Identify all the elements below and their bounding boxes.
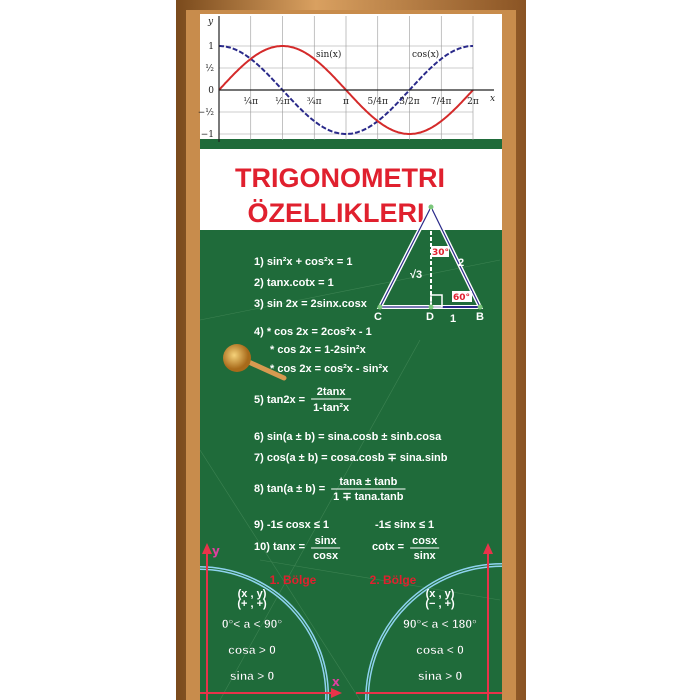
cos-label: cos(x) <box>412 49 439 60</box>
quadrant-x-label: x <box>332 675 340 689</box>
side-1: 1 <box>450 313 456 325</box>
quadrant-coords: (x , y) <box>238 588 267 600</box>
formula-10b-num: cosx <box>412 535 438 547</box>
formula-8-den: 1 ∓ tana.tanb <box>333 491 404 503</box>
side-sqrt3: √3 <box>410 269 422 281</box>
formula-5-num: 2tanx <box>317 386 347 398</box>
side-2: 2 <box>458 257 464 269</box>
formula-1: 1) sin²x + cos²x = 1 <box>254 256 352 268</box>
formula-list: 1) sin²x + cos²x = 1 2) tanx.cotx = 1 3)… <box>254 256 448 562</box>
cos-curve <box>219 45 473 135</box>
x-tick-label: 5/4π <box>368 97 388 107</box>
graph-panel <box>200 14 502 140</box>
angle-60: 60° <box>453 293 470 303</box>
vertex-d: D <box>426 311 434 323</box>
formula-4c: * cos 2x = cos²x - sin²x <box>270 363 389 375</box>
formula-3: 3) sin 2x = 2sinx.cosx <box>254 298 368 310</box>
formula-4a: 4) * cos 2x = 2cos²x - 1 <box>254 326 372 338</box>
formula-7: 7) cos(a ± b) = cosa.cosb ∓ sina.sinb <box>254 452 448 464</box>
formula-5-den: 1-tan²x <box>313 402 350 414</box>
x-tick-label: ½π <box>275 96 290 107</box>
formula-10b: cotx = <box>372 541 404 553</box>
quadrant-sin: sina > 0 <box>230 669 275 683</box>
vertex-a: A <box>436 199 443 209</box>
quadrant-signs: (− , +) <box>425 598 455 610</box>
x-tick-label: π <box>343 97 349 107</box>
formula-8: 8) tan(a ± b) = <box>254 483 325 495</box>
title-panel <box>200 149 502 230</box>
vertex-c: C <box>374 311 382 323</box>
y-tick-label: 1 <box>208 42 214 52</box>
quadrant-cos: cosa < 0 <box>416 643 464 657</box>
y-axis-label: y <box>207 17 214 27</box>
x-tick-label: 7/4π <box>431 97 451 107</box>
x-tick-label: ¼π <box>243 96 258 107</box>
triangle-diagram: 30° 60° A C D B 2 √3 1 <box>374 199 484 325</box>
pushpin <box>223 344 287 381</box>
angle-30: 30° <box>432 248 449 258</box>
quadrant-range: 0°< a < 90° <box>222 617 283 631</box>
chalk-decoration <box>199 259 501 700</box>
sin-label: sin(x) <box>316 49 341 60</box>
title-line-1: TRIGONOMETRI <box>235 163 445 193</box>
quadrant-sin: sina > 0 <box>418 669 463 683</box>
quadrant-title: 2. Bölge <box>370 573 417 587</box>
y-tick-label: −½ <box>198 107 215 118</box>
formula-10a: 10) tanx = <box>254 541 305 553</box>
formula-5: 5) tan2x = <box>254 394 305 406</box>
quadrant-title: 1. Bölge <box>270 573 317 587</box>
x-tick-label: 2π <box>467 97 479 107</box>
vertex-b: B <box>476 311 484 323</box>
quadrant-cos: cosa > 0 <box>228 643 276 657</box>
green-band <box>200 139 502 149</box>
x-axis-label: x <box>490 94 495 104</box>
formula-10a-num: sinx <box>315 535 338 547</box>
quadrant-range: 90°< a < 180° <box>403 617 477 631</box>
formula-8-num: tana ± tanb <box>339 476 397 488</box>
formula-10a-den: cosx <box>313 550 339 562</box>
x-tick-label: 3/2π <box>399 97 419 107</box>
formula-9a: 9) -1≤ cosx ≤ 1 <box>254 519 329 531</box>
formula-2: 2) tanx.cotx = 1 <box>254 277 334 289</box>
quadrant-diagram: y x 1. Bölge(x , y)(+ , +)0°< a < 90°cos… <box>199 543 503 700</box>
title-line-2: ÖZELLIKLERI <box>248 198 425 228</box>
formula-10b-den: sinx <box>414 550 437 562</box>
y-tick-label: −1 <box>201 130 214 140</box>
formula-6: 6) sin(a ± b) = sina.cosb ± sinb.cosa <box>254 431 442 443</box>
formula-4b: * cos 2x = 1-2sin²x <box>270 344 367 356</box>
quadrant-coords: (x , y) <box>426 588 455 600</box>
formula-9b: -1≤ sinx ≤ 1 <box>375 519 434 531</box>
x-tick-label: ¾π <box>307 96 322 107</box>
y-tick-label: 0 <box>208 86 214 96</box>
quadrant-signs: (+ , +) <box>237 598 267 610</box>
y-tick-label: ½ <box>205 63 214 74</box>
quadrant-y-label: y <box>212 544 220 558</box>
